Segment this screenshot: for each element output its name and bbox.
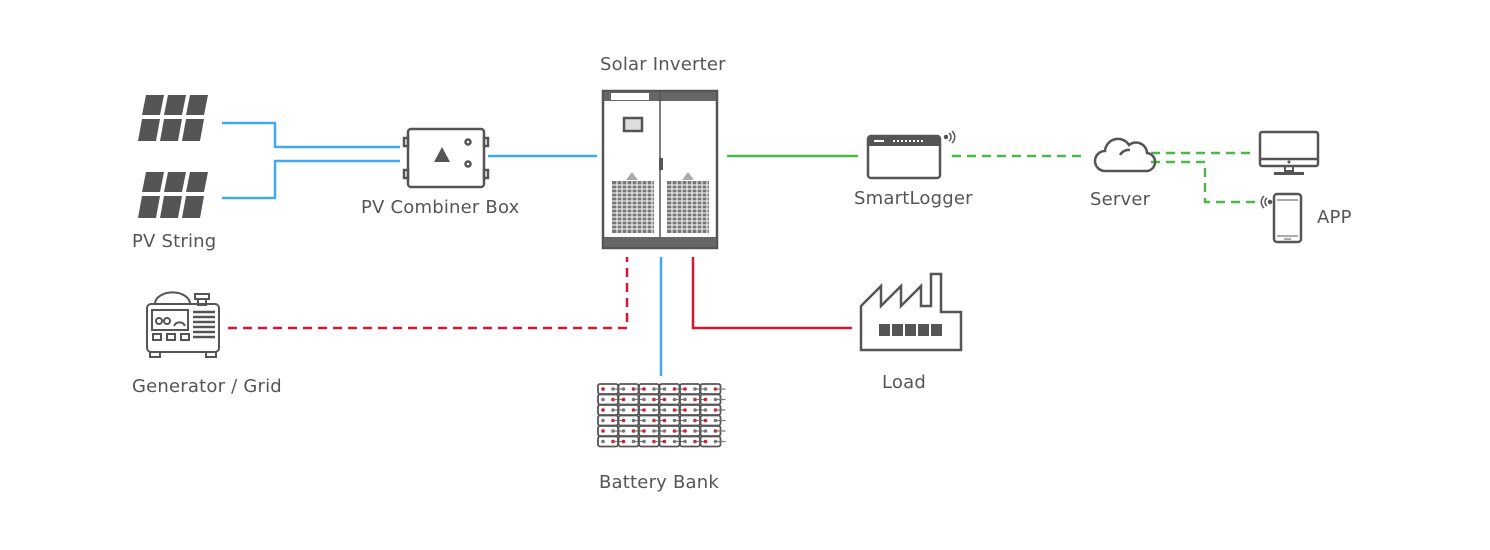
label-app: APP xyxy=(1317,207,1352,228)
solar-panel-icon xyxy=(138,95,208,141)
edge-inverter-to-load xyxy=(691,257,852,330)
label-pv-string: PV String xyxy=(132,231,217,252)
smartphone-icon xyxy=(1272,192,1303,244)
monitor-icon xyxy=(1258,130,1320,175)
combiner-box-icon xyxy=(402,127,490,189)
ac-lines xyxy=(228,257,852,330)
generator-icon xyxy=(146,291,220,358)
edge-pv-string-1-to-combiner xyxy=(222,121,400,149)
dc-lines xyxy=(222,121,663,376)
edge-server-to-app xyxy=(1151,160,1256,204)
battery-bank-icon xyxy=(597,383,726,448)
wifi-signal-icon xyxy=(1260,195,1273,209)
label-solar-inverter: Solar Inverter xyxy=(600,54,726,75)
cloud-icon xyxy=(1093,137,1157,173)
logger-device-icon xyxy=(866,134,942,180)
wifi-signal-icon xyxy=(943,130,956,144)
factory-icon xyxy=(859,272,963,352)
inverter-cabinet-icon xyxy=(601,89,719,250)
comm-lines xyxy=(727,151,1256,204)
label-generator-grid: Generator / Grid xyxy=(132,376,282,397)
edge-pv-string-2-to-combiner xyxy=(222,159,400,200)
label-pv-combiner-box: PV Combiner Box xyxy=(361,197,520,218)
solar-panel-icon xyxy=(138,172,208,218)
edge-generator-to-inverter xyxy=(228,257,629,330)
label-smartlogger: SmartLogger xyxy=(854,188,973,209)
label-load: Load xyxy=(882,372,926,393)
label-server: Server xyxy=(1090,189,1151,210)
label-battery-bank: Battery Bank xyxy=(599,472,719,493)
